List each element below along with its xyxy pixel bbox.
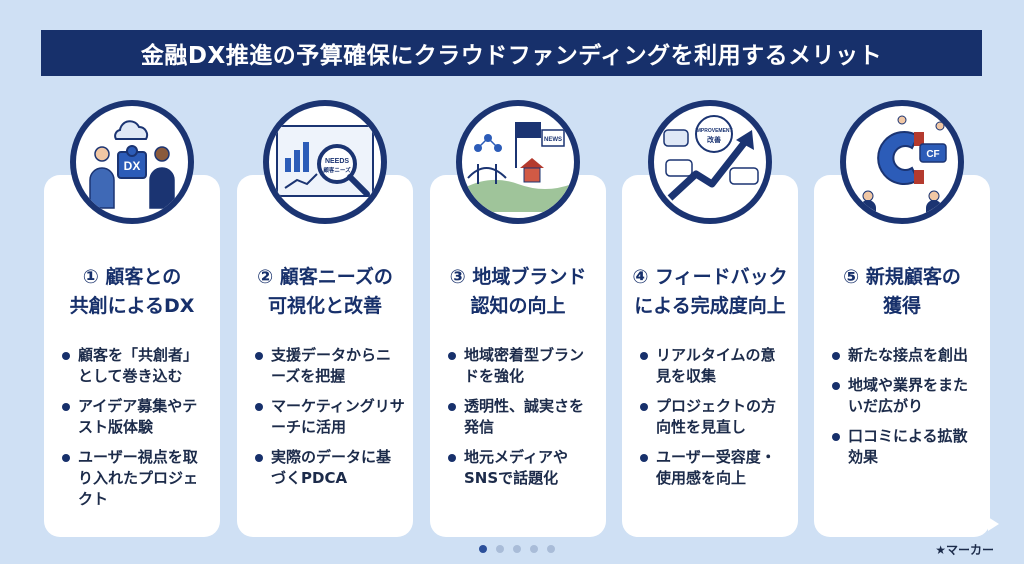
card-title: ③ 地域ブランド 認知の向上 (449, 266, 587, 317)
card-new-customers: ⑤ 新規顧客の 獲得 新たな接点を創出 地域や業界をまたいだ広がり 口コミによる… (814, 175, 990, 537)
svg-text:DX: DX (124, 159, 141, 173)
pagination-dot-active[interactable] (479, 545, 487, 553)
svg-text:NEEDS: NEEDS (325, 158, 349, 165)
benefit-list: 顧客を「共創者」として巻き込む アイデア募集やテスト版体験 ユーザー視点を取り入… (62, 345, 212, 519)
pagination-dot[interactable] (530, 545, 538, 553)
list-item: 顧客を「共創者」として巻き込む (62, 345, 212, 387)
card-title: ⑤ 新規顧客の 獲得 (843, 266, 961, 317)
benefit-list: 新たな接点を創出 地域や業界をまたいだ広がり 口コミによる拡散効果 (832, 345, 982, 477)
list-item: 新たな接点を創出 (832, 345, 982, 366)
feedback-growth-icon: IMPROVEMENT 改善 (648, 100, 772, 224)
card-regional-brand: ③ 地域ブランド 認知の向上 地域密着型ブランドを強化 透明性、誠実さを発信 地… (430, 175, 606, 537)
card-needs-visualization: ② 顧客ニーズの 可視化と改善 支援データからニーズを把握 マーケティングリサー… (237, 175, 413, 537)
svg-text:NEWS: NEWS (544, 137, 562, 143)
list-item: 地元メディアやSNSで話題化 (448, 447, 598, 489)
pagination-dot[interactable] (513, 545, 521, 553)
card-title: ④ フィードバック による完成度向上 (632, 266, 788, 317)
customer-magnet-icon: CF (840, 100, 964, 224)
card-title: ② 顧客ニーズの 可視化と改善 (257, 266, 393, 317)
benefit-list: 地域密着型ブランドを強化 透明性、誠実さを発信 地元メディアやSNSで話題化 (448, 345, 598, 498)
svg-text:IMPROVEMENT: IMPROVEMENT (695, 128, 732, 134)
list-item: リアルタイムの意見を収集 (640, 345, 790, 387)
svg-text:改善: 改善 (707, 135, 721, 144)
list-item: 支援データからニーズを把握 (255, 345, 405, 387)
list-item: 地域密着型ブランドを強化 (448, 345, 598, 387)
list-item: マーケティングリサーチに活用 (255, 396, 405, 438)
regional-brand-icon: NEWS (456, 100, 580, 224)
list-item: ユーザー視点を取り入れたプロジェクト (62, 447, 212, 510)
list-item: 地域や業界をまたいだ広がり (832, 375, 982, 417)
list-item: 口コミによる拡散効果 (832, 426, 982, 468)
marker-credit: ★マーカー (935, 543, 994, 557)
analytics-magnifier-icon: NEEDS 顧客ニーズ (263, 100, 387, 224)
pagination-dot[interactable] (496, 545, 504, 553)
card-title: ① 顧客との 共創によるDX (69, 266, 195, 317)
pagination-dot[interactable] (547, 545, 555, 553)
handshake-puzzle-icon: DX (70, 100, 194, 224)
next-slide-arrow-icon[interactable] (988, 517, 999, 531)
list-item: ユーザー受容度・使用感を向上 (640, 447, 790, 489)
list-item: アイデア募集やテスト版体験 (62, 396, 212, 438)
card-feedback-improvement: ④ フィードバック による完成度向上 リアルタイムの意見を収集 プロジェクトの方… (622, 175, 798, 537)
list-item: プロジェクトの方向性を見直し (640, 396, 790, 438)
svg-text:CF: CF (926, 149, 939, 160)
list-item: 透明性、誠実さを発信 (448, 396, 598, 438)
page-title: 金融DX推進の予算確保にクラウドファンディングを利用するメリット (41, 30, 982, 76)
list-item: 実際のデータに基づくPDCA (255, 447, 405, 489)
svg-text:顧客ニーズ: 顧客ニーズ (323, 166, 351, 174)
benefit-list: 支援データからニーズを把握 マーケティングリサーチに活用 実際のデータに基づくP… (255, 345, 405, 498)
benefit-list: リアルタイムの意見を収集 プロジェクトの方向性を見直し ユーザー受容度・使用感を… (640, 345, 790, 498)
pagination-dots (479, 545, 555, 553)
card-customer-co-creation: ① 顧客との 共創によるDX 顧客を「共創者」として巻き込む アイデア募集やテス… (44, 175, 220, 537)
